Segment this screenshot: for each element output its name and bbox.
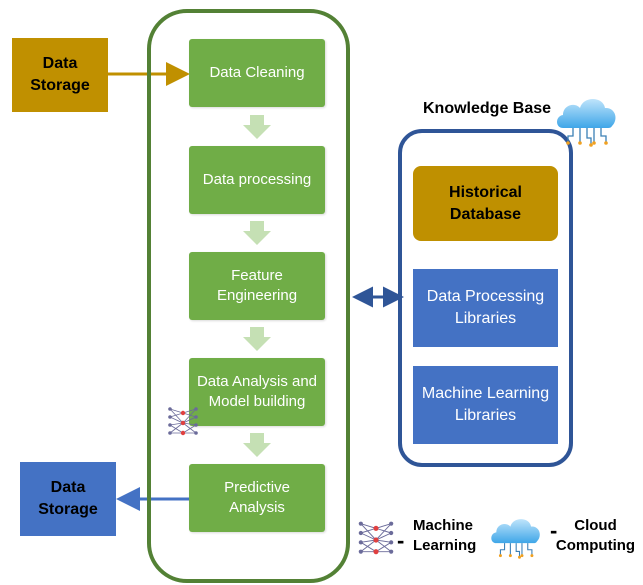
knowledge-base-title: Knowledge Base bbox=[423, 100, 552, 117]
step-feature-engineering-label: Feature Engineering bbox=[216, 266, 298, 304]
input-data-storage-label: Data Storage bbox=[30, 55, 90, 94]
neural-network-icon bbox=[168, 407, 198, 436]
legend-cloud-dash: - bbox=[550, 518, 558, 543]
kb-machine-learning-libraries: Machine Learning Libraries bbox=[413, 366, 558, 444]
kb-data-processing-libraries-label: Data Processing Libraries bbox=[426, 288, 545, 327]
step-data-cleaning: Data Cleaning bbox=[189, 39, 325, 107]
output-data-storage: Data Storage bbox=[20, 462, 116, 536]
legend-ml-dash: - bbox=[397, 528, 405, 553]
step-feature-engineering: Feature Engineering bbox=[189, 252, 325, 320]
step-model-building: Data Analysis and Model building bbox=[189, 358, 325, 426]
legend-neural-network-icon bbox=[358, 521, 394, 555]
cloud-icon bbox=[557, 99, 616, 147]
kb-historical-database: Historical Database bbox=[413, 166, 558, 241]
pipeline-container bbox=[147, 9, 350, 583]
step-data-processing: Data processing bbox=[189, 146, 325, 214]
step-predictive-analysis: Predictive Analysis bbox=[189, 464, 325, 532]
step-data-processing-label: Data processing bbox=[202, 170, 312, 188]
input-data-storage: Data Storage bbox=[12, 38, 108, 112]
legend-cloud-icon bbox=[491, 519, 540, 559]
kb-historical-database-label: Historical Database bbox=[449, 183, 522, 223]
flow-arrow-3 bbox=[243, 327, 271, 351]
flow-arrow-1 bbox=[243, 115, 271, 139]
pipeline-flow-arrows bbox=[243, 115, 271, 457]
legend-cloud-label: Cloud Computing bbox=[555, 517, 636, 554]
kb-machine-learning-libraries-label: Machine Learning Libraries bbox=[421, 385, 550, 424]
flow-arrow-2 bbox=[243, 221, 271, 245]
output-data-storage-label: Data Storage bbox=[38, 479, 98, 518]
kb-data-processing-libraries: Data Processing Libraries bbox=[413, 269, 558, 347]
knowledge-base-container bbox=[398, 129, 573, 467]
legend-ml-label: Machine Learning bbox=[413, 517, 477, 554]
step-model-building-label: Data Analysis and Model building bbox=[196, 372, 318, 410]
step-data-cleaning-label: Data Cleaning bbox=[209, 63, 305, 81]
flow-arrow-4 bbox=[243, 433, 271, 457]
step-predictive-analysis-label: Predictive Analysis bbox=[224, 478, 290, 516]
